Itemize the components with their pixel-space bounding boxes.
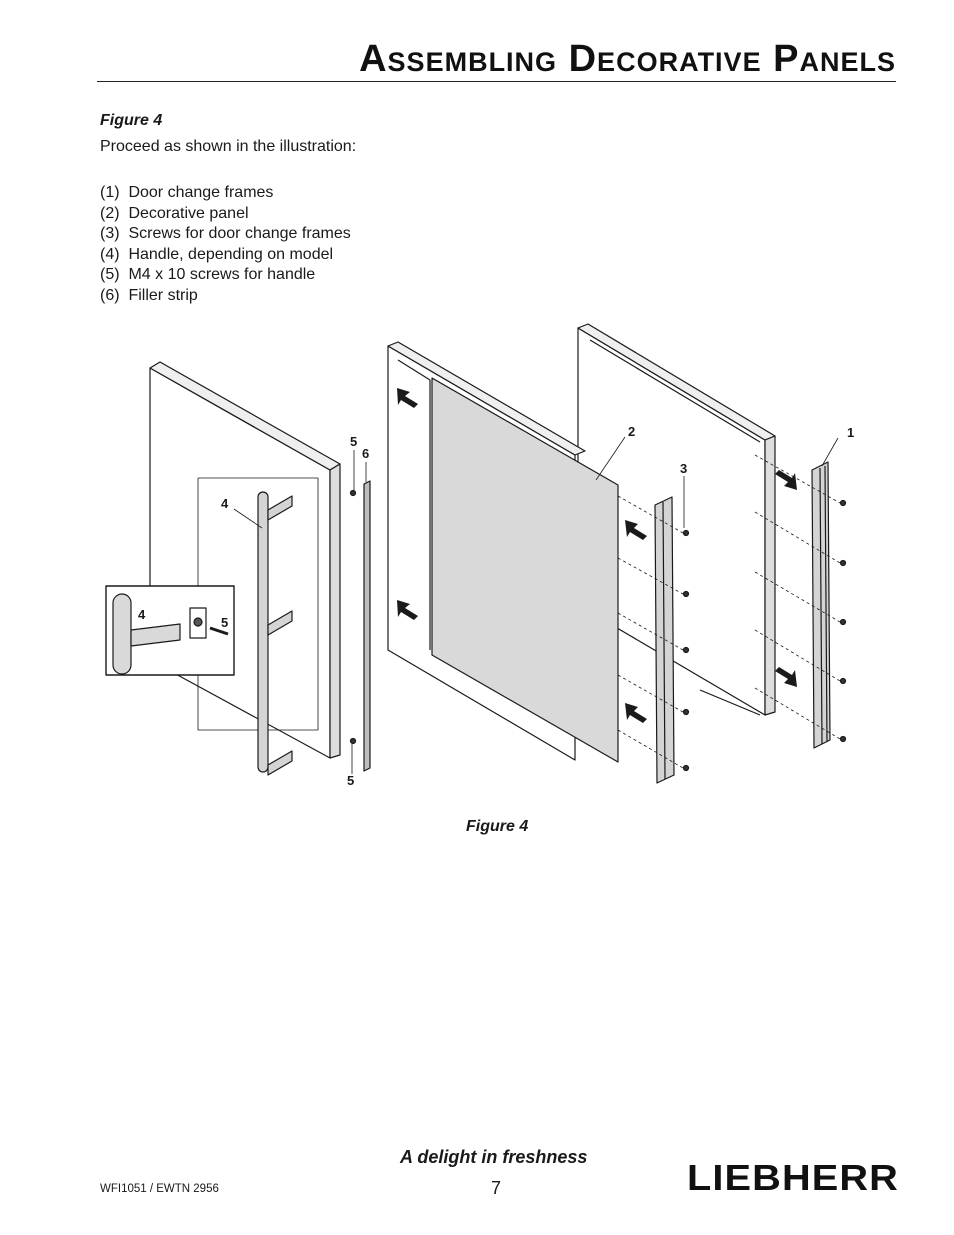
assembly-illustration: 1 2 3 4 5 6 5 4 5 [105, 323, 854, 788]
handle-screws [349, 489, 357, 745]
list-item: (3) Screws for door change frames [100, 225, 351, 242]
middle-frame [654, 496, 675, 784]
frame-screws [839, 499, 847, 743]
detail-inset [105, 585, 235, 676]
list-item: (1) Door change frames [100, 184, 274, 201]
liebherr-logo: LIEBHERR [687, 1157, 899, 1197]
list-item: (6) Filler strip [100, 286, 198, 304]
parts-list: (1) Door change frames (2) Decorative pa… [100, 183, 351, 306]
callout-3: 3 [680, 461, 687, 476]
callout-1: 1 [847, 425, 854, 440]
list-item: (4) Handle, depending on model [100, 245, 334, 263]
inset-callout-4: 4 [138, 607, 146, 622]
figure-reference: Figure 4 [100, 112, 163, 129]
list-item: (2) Decorative panel [100, 204, 249, 222]
page-number: 7 [491, 1178, 502, 1198]
svg-text:LIEBHERR: LIEBHERR [687, 1157, 899, 1197]
figure-caption: Figure 4 [466, 818, 529, 835]
page-title: Assembling Decorative Panels [359, 38, 896, 80]
callout-6: 6 [362, 446, 369, 461]
filler-strip [363, 480, 371, 772]
callout-4: 4 [221, 496, 229, 511]
door-change-frame [811, 461, 831, 749]
callout-2: 2 [628, 424, 635, 439]
door-body-left [149, 361, 341, 759]
frame-screws-middle [682, 529, 690, 772]
title-rule [97, 81, 896, 82]
list-item: (5) M4 x 10 screws for handle [100, 266, 316, 283]
intro-text: Proceed as shown in the illustration: [100, 138, 357, 155]
handle [257, 491, 293, 776]
footer-tagline: A delight in freshness [400, 1147, 588, 1167]
callout-5-top: 5 [350, 434, 357, 449]
decorative-panel [431, 377, 619, 763]
inset-callout-5: 5 [221, 615, 228, 630]
document-id: WFI1051 / EWTN 2956 [100, 1183, 219, 1195]
callout-5-bottom: 5 [347, 773, 354, 788]
